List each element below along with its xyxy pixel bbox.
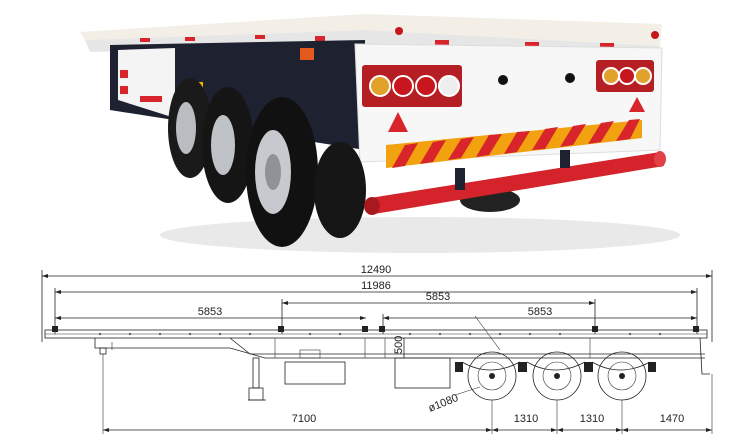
svg-text:5853: 5853 bbox=[198, 306, 222, 318]
dimension-lock-spacing-front: 5853 bbox=[55, 306, 366, 320]
svg-text:12490: 12490 bbox=[361, 264, 392, 276]
rear-bumper bbox=[364, 150, 666, 215]
svg-text:500: 500 bbox=[393, 336, 405, 354]
dim-axle-spacing-2: 1310 bbox=[580, 413, 604, 425]
svg-text:5853: 5853 bbox=[426, 291, 450, 303]
rear-panel bbox=[354, 43, 663, 168]
dimension-overall-length: 12490 bbox=[41, 264, 713, 342]
trailer-photo bbox=[80, 14, 680, 253]
dim-kingpin-to-axle: 7100 bbox=[292, 413, 316, 425]
dimension-deck-height: 500 bbox=[393, 336, 405, 358]
dim-axle-spacing-1: 1310 bbox=[514, 413, 538, 425]
dimension-bottom-chain: 7100 1310 1310 1470 bbox=[102, 354, 713, 434]
svg-text:11986: 11986 bbox=[361, 280, 391, 292]
dim-rear-overhang: 1470 bbox=[660, 413, 684, 425]
dimension-lock-spacing-middle: 5853 bbox=[281, 291, 595, 334]
reflective-stripe-bar bbox=[386, 119, 642, 168]
dimension-deck-length: 11986 bbox=[54, 280, 698, 334]
technical-drawing: 12490 11986 5853 5853 5853 bbox=[0, 262, 750, 442]
svg-text:5853: 5853 bbox=[528, 306, 552, 318]
wheels bbox=[168, 78, 520, 247]
